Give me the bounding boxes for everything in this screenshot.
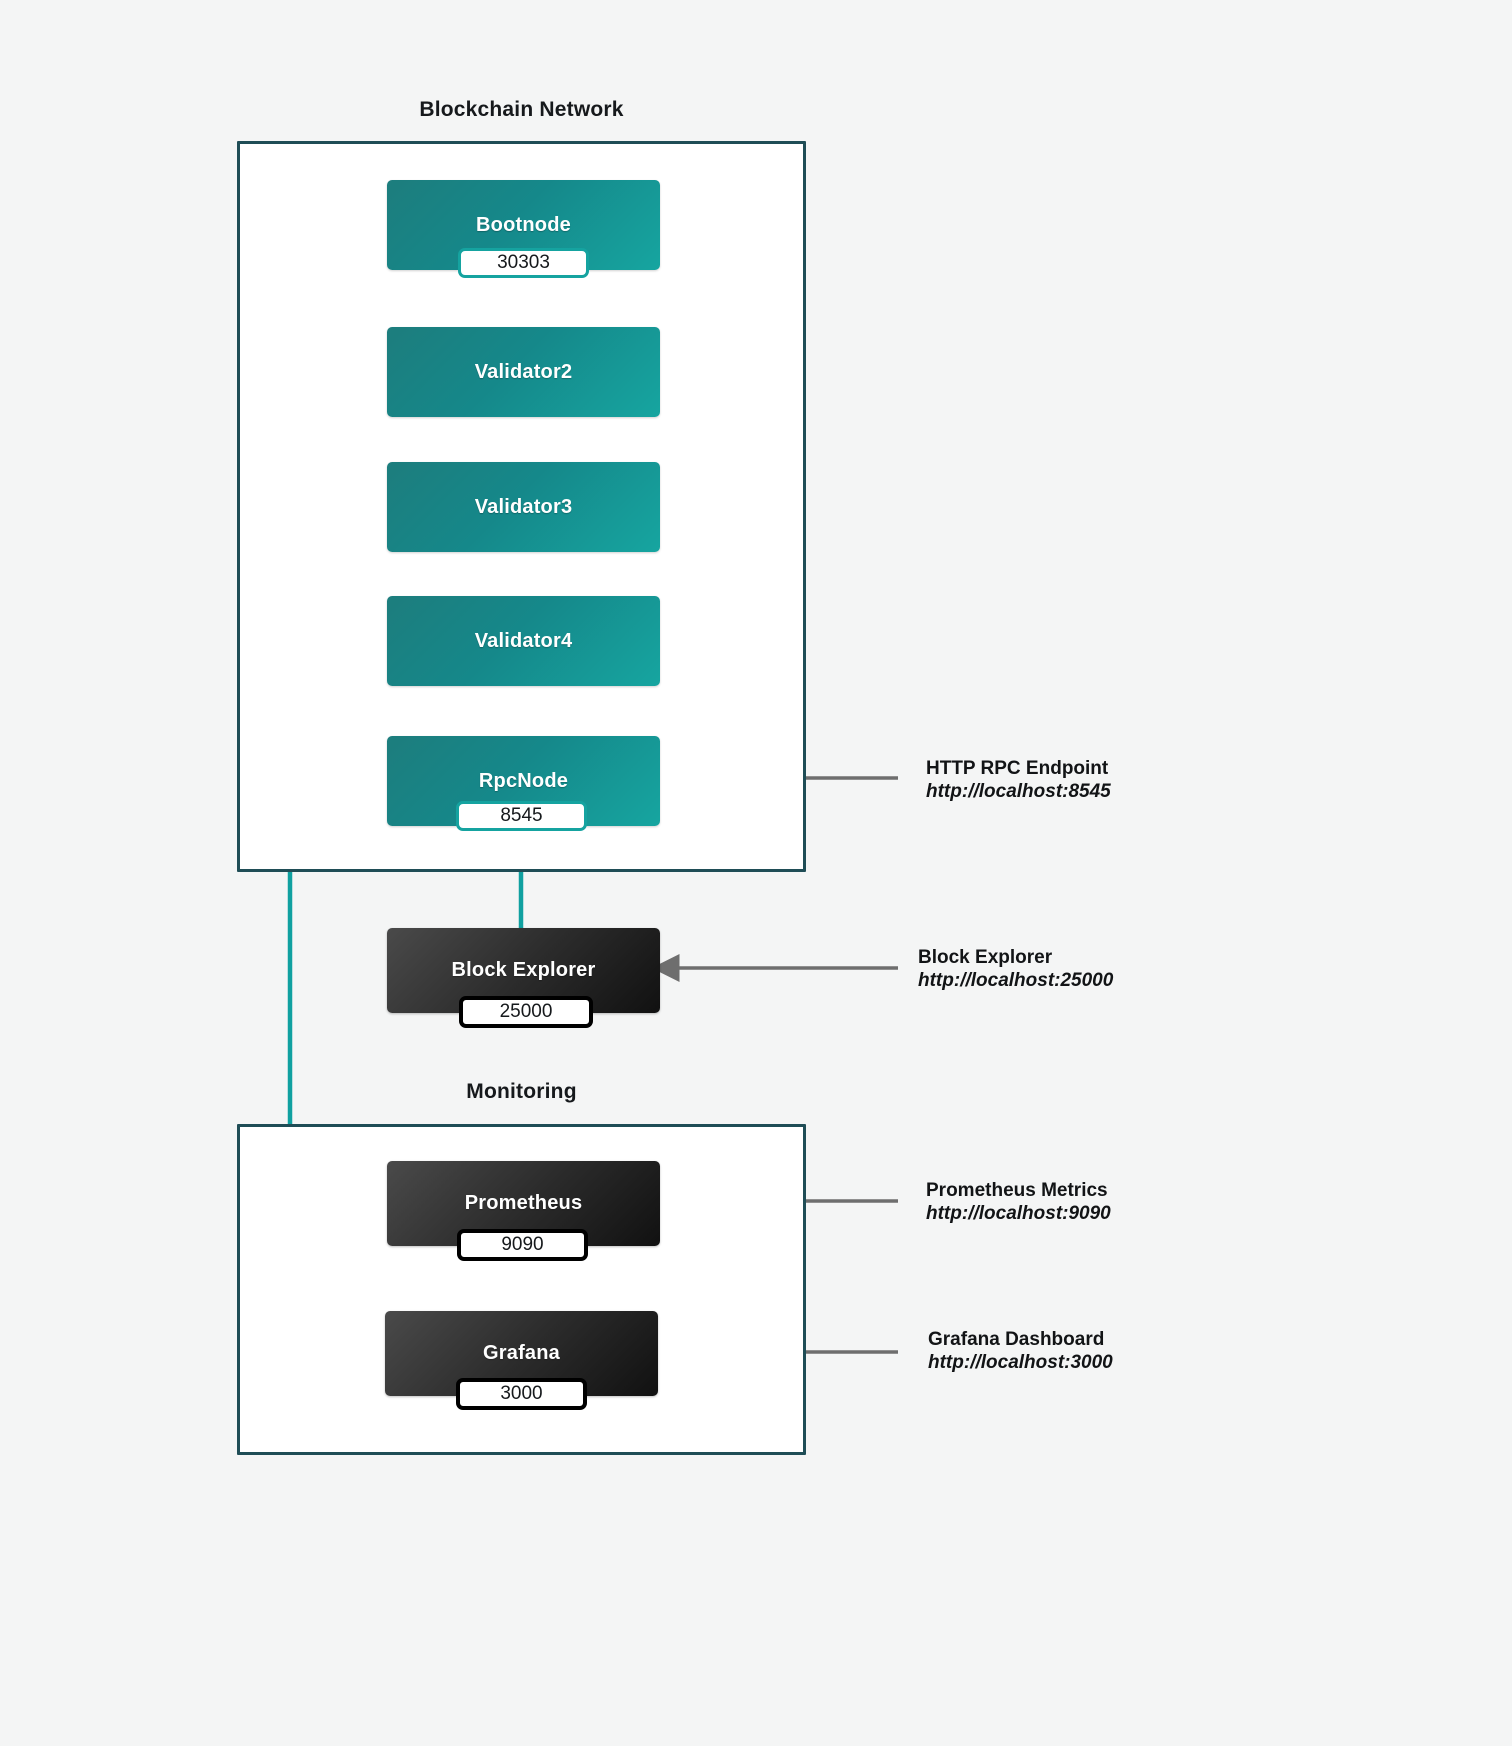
node-validator3[interactable]: Validator3 <box>387 462 660 552</box>
port-badge-bootnode: 30303 <box>458 248 589 278</box>
group-title-blockchain: Blockchain Network <box>419 98 624 121</box>
annotation-prometheus-metrics-url[interactable]: http://localhost:9090 <box>926 1203 1111 1225</box>
port-badge-block-explorer: 25000 <box>459 996 593 1028</box>
annotation-block-explorer: Block Explorer http://localhost:25000 <box>918 946 1113 992</box>
node-validator4-label: Validator4 <box>474 629 573 652</box>
annotation-prometheus-metrics: Prometheus Metrics http://localhost:9090 <box>926 1179 1111 1225</box>
node-validator3-label: Validator3 <box>474 495 573 518</box>
node-validator2-label: Validator2 <box>474 360 573 383</box>
port-badge-prometheus: 9090 <box>457 1229 588 1261</box>
node-block-explorer-label: Block Explorer <box>451 959 596 981</box>
node-grafana-label: Grafana <box>483 1342 560 1364</box>
annotation-prometheus-metrics-title: Prometheus Metrics <box>926 1180 1108 1201</box>
annotation-grafana-dashboard-title: Grafana Dashboard <box>928 1329 1105 1350</box>
node-bootnode-label: Bootnode <box>476 213 571 236</box>
annotation-rpc-endpoint-url[interactable]: http://localhost:8545 <box>926 781 1111 803</box>
node-prometheus-label: Prometheus <box>464 1192 583 1214</box>
node-validator4[interactable]: Validator4 <box>387 596 660 686</box>
node-rpcnode-label: RpcNode <box>478 769 569 792</box>
annotation-grafana-dashboard-url[interactable]: http://localhost:3000 <box>928 1352 1113 1374</box>
group-title-monitoring: Monitoring <box>466 1080 577 1103</box>
annotation-rpc-endpoint: HTTP RPC Endpoint http://localhost:8545 <box>926 757 1111 803</box>
node-validator2[interactable]: Validator2 <box>387 327 660 417</box>
annotation-block-explorer-title: Block Explorer <box>918 947 1053 968</box>
annotation-block-explorer-url[interactable]: http://localhost:25000 <box>918 970 1114 992</box>
annotation-grafana-dashboard: Grafana Dashboard http://localhost:3000 <box>928 1328 1113 1374</box>
port-badge-grafana: 3000 <box>456 1378 587 1410</box>
port-badge-rpcnode: 8545 <box>456 801 587 831</box>
annotation-rpc-endpoint-title: HTTP RPC Endpoint <box>926 758 1109 779</box>
